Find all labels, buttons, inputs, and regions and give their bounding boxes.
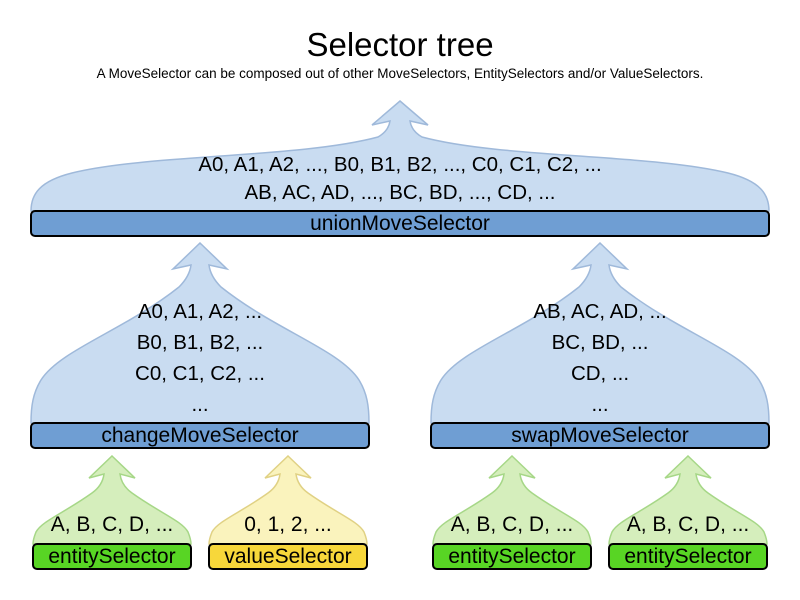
output-line: A0, A1, A2, ... <box>137 300 263 323</box>
output-line: B0, B1, B2, ... <box>136 331 264 354</box>
entity-selector-3-output-lines: A, B, C, D, ... <box>608 514 768 536</box>
output-line: 0, 1, 2, ... <box>244 513 332 536</box>
bar-label: unionMoveSelector <box>310 211 490 235</box>
bar-label: entitySelector <box>48 544 176 568</box>
output-line: AB, AC, AD, ..., BC, BD, ..., CD, ... <box>244 181 556 204</box>
output-line: C0, C1, C2, ... <box>135 362 265 385</box>
entity-selector-3-bar: entitySelector <box>608 543 768 570</box>
output-line: A0, A1, A2, ..., B0, B1, B2, ..., C0, C1… <box>198 153 602 176</box>
output-line: A, B, C, D, ... <box>626 513 750 536</box>
output-line: ... <box>591 393 609 416</box>
bar-label: valueSelector <box>224 544 352 568</box>
output-line: A, B, C, D, ... <box>450 513 574 536</box>
output-line: AB, AC, AD, ... <box>533 300 667 323</box>
diagram-title: Selector tree <box>306 26 494 63</box>
value-selector-bar: valueSelector <box>208 543 368 570</box>
diagram-subtitle: A MoveSelector can be composed out of ot… <box>96 66 704 81</box>
bar-label: changeMoveSelector <box>101 423 299 447</box>
bar-label: entitySelector <box>448 544 576 568</box>
value-selector-output-lines: 0, 1, 2, ... <box>208 514 368 536</box>
output-line: CD, ... <box>570 362 630 385</box>
entity-selector-2-output-lines: A, B, C, D, ... <box>432 514 592 536</box>
output-line: BC, BD, ... <box>551 331 649 354</box>
change-output-lines: A0, A1, A2, ... B0, B1, B2, ... C0, C1, … <box>30 296 370 420</box>
swap-move-selector-bar: swapMoveSelector <box>430 422 770 449</box>
entity-selector-1-bar: entitySelector <box>32 543 192 570</box>
change-move-selector-bar: changeMoveSelector <box>30 422 370 449</box>
entity-selector-1-output-lines: A, B, C, D, ... <box>32 514 192 536</box>
output-line: A, B, C, D, ... <box>50 513 174 536</box>
bar-label: swapMoveSelector <box>511 423 689 447</box>
output-line: ... <box>191 393 209 416</box>
union-output-lines: A0, A1, A2, ..., B0, B1, B2, ..., C0, C1… <box>30 151 770 207</box>
swap-output-lines: AB, AC, AD, ... BC, BD, ... CD, ... ... <box>430 296 770 420</box>
bar-label: entitySelector <box>624 544 752 568</box>
union-move-selector-bar: unionMoveSelector <box>30 210 770 237</box>
entity-selector-2-bar: entitySelector <box>432 543 592 570</box>
